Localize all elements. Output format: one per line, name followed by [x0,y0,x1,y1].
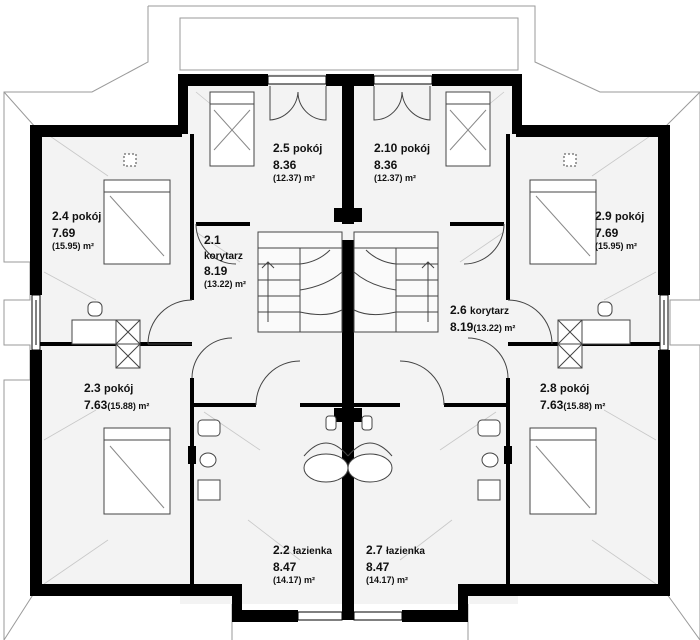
room-gross-area: (15.95) m² [595,241,638,251]
room-number: 2.8 [540,381,557,395]
bathroom-fixtures [197,415,501,501]
furniture-desks [71,153,631,369]
room-name: korytarz [204,251,243,262]
room-label-2-8: 2.8 pokój 7.63(15.88) m² [540,380,605,411]
bed-2-9 [529,179,597,265]
room-area: 8.36 [374,158,398,172]
bed-2-4 [103,179,171,265]
partitions [40,134,660,584]
room-gross-area: (12.37) m² [374,173,417,183]
room-label-2-3: 2.3 pokój 7.63(15.88) m² [84,380,149,411]
room-name: pokój [400,143,431,155]
room-name: łazienka [293,546,332,557]
room-gross-area: (13.22) m² [204,279,247,289]
bed-2-8 [529,427,597,515]
door-swings [147,86,553,406]
bed-2-10 [445,91,491,167]
room-area: 8.19 [204,264,228,278]
room-number: 2.7 [366,543,383,557]
room-area: 7.63 [84,398,108,412]
room-gross-area: (12.37) m² [273,173,316,183]
room-gross-area: (15.88) m² [107,401,150,411]
room-name: pokój [560,383,590,395]
room-area: 8.47 [366,560,390,574]
room-area: 7.63 [540,398,564,412]
room-name: pokój [615,211,645,223]
room-label-2-4: 2.4 pokój 7.69 (15.95) m² [52,208,101,251]
room-label-2-7: 2.7 łazienka 8.47 (14.17) m² [366,542,425,585]
room-label-2-2: 2.2 łazienka 8.47 (14.17) m² [273,542,332,585]
staircase-left [257,231,343,333]
room-number: 2.6 [450,303,467,317]
room-name: pokój [104,383,134,395]
room-gross-area: (14.17) m² [273,575,316,585]
room-area: 7.69 [52,226,76,240]
furniture-beds [103,91,597,515]
room-name: korytarz [470,306,509,317]
room-number: 2.9 [595,209,612,223]
room-name: pokój [72,211,102,223]
room-gross-area: (15.95) m² [52,241,95,251]
room-number: 2.3 [84,381,101,395]
room-name: pokój [293,143,323,155]
room-area: 8.19 [450,320,474,334]
room-area: 7.69 [595,226,619,240]
room-name: łazienka [386,546,425,557]
room-number: 2.4 [52,209,69,223]
room-area: 8.36 [273,158,297,172]
room-label-2-6: 2.6 korytarz 8.19(13.22) m² [450,302,515,333]
room-label-2-1: 2.1 korytarz 8.19 (13.22) m² [204,234,246,289]
room-label-2-9: 2.9 pokój 7.69 (15.95) m² [595,208,644,251]
room-area: 8.47 [273,560,297,574]
chimney-blocks [188,446,512,464]
room-number: 2.10 [374,141,398,155]
room-gross-area: (13.22) m² [473,323,516,333]
room-number: 2.1 [204,233,221,247]
room-label-2-5: 2.5 pokój 8.36 (12.37) m² [273,140,322,183]
room-gross-area: (14.17) m² [366,575,409,585]
room-label-2-10: 2.10 pokój 8.36 (12.37) m² [374,140,430,183]
windows [31,75,669,621]
bed-2-3 [103,427,171,515]
walls [30,74,670,622]
room-number: 2.2 [273,543,290,557]
room-gross-area: (15.88) m² [563,401,606,411]
room-number: 2.5 [273,141,290,155]
staircase-right [353,231,439,333]
bed-2-5 [209,91,255,167]
